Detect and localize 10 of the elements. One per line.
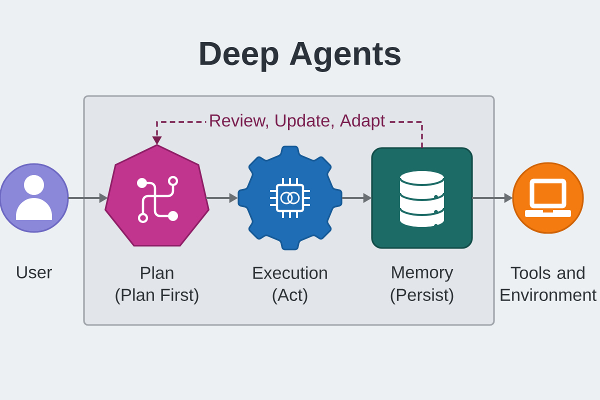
node-label: Plan	[141, 266, 174, 279]
node-label: Memory	[392, 266, 454, 282]
edge-label: Review, Update, Adapt	[206, 111, 388, 133]
node-label: (Persist)	[390, 288, 454, 304]
node-label: Tools and Environment	[500, 266, 596, 301]
node-label: User	[17, 266, 52, 278]
node-label: (Plan First)	[116, 288, 198, 304]
node-label: (Act)	[272, 288, 308, 304]
node-label: Execution	[253, 266, 327, 279]
title: Deep Agents	[200, 42, 400, 72]
